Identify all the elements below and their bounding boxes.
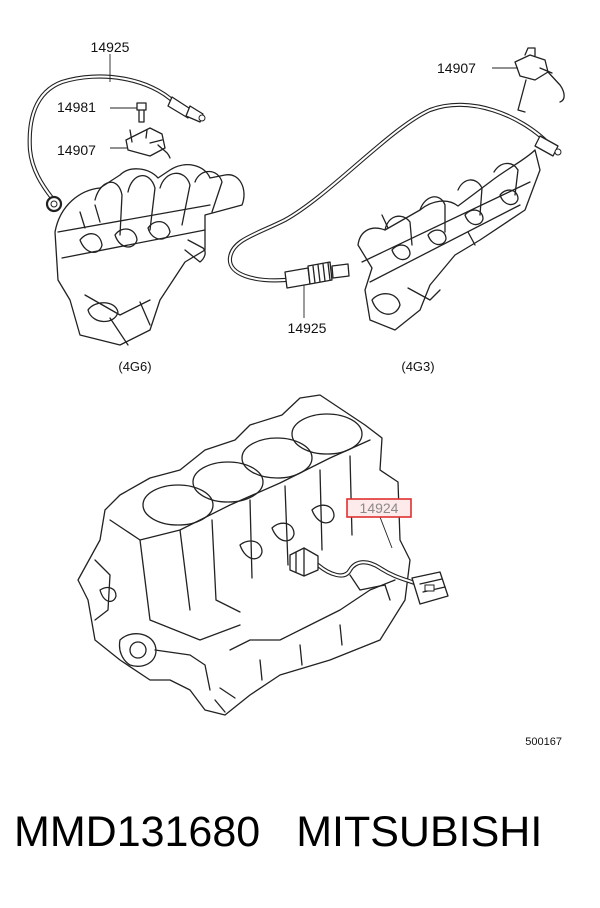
part-label-14925-right: 14925	[288, 320, 327, 336]
bolt-14981	[136, 102, 147, 123]
part-label-14925-left: 14925	[91, 39, 130, 55]
leaders-4g3	[303, 67, 518, 318]
footer-caption: MMD131680 MITSUBISHI	[14, 808, 594, 857]
bracket-14907-left	[125, 127, 171, 159]
exhaust-manifold-4g6	[54, 164, 245, 346]
figure-code: 500167	[525, 736, 562, 748]
part-number: MMD131680	[14, 808, 261, 856]
brand-name: MITSUBISHI	[296, 808, 543, 856]
highlight-box-14924	[346, 498, 412, 518]
bracket-14907-right	[514, 47, 565, 113]
oxygen-sensor-4g3	[227, 102, 562, 289]
leaders-4g6	[109, 54, 137, 149]
caption-4g3: (4G3)	[401, 359, 434, 374]
leader-14924	[379, 516, 393, 549]
part-label-14924: 14924	[360, 500, 399, 516]
exhaust-manifold-4g3	[357, 149, 541, 331]
part-label-14907-left: 14907	[57, 142, 96, 158]
caption-4g6: (4G6)	[118, 359, 151, 374]
engine-block	[77, 394, 411, 716]
knock-sensor-14924	[289, 547, 449, 605]
part-label-14907-right: 14907	[437, 60, 476, 76]
part-label-14981: 14981	[57, 99, 96, 115]
oxygen-sensor-4g6	[27, 74, 206, 213]
